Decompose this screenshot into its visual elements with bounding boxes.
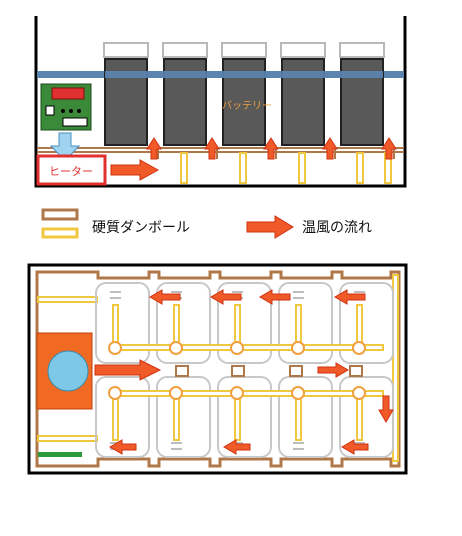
battery-label: バッテリー	[222, 100, 272, 112]
airflow-left-arrow-icon	[149, 289, 181, 305]
top-view-cardboard-wall	[35, 270, 401, 468]
pump-circle	[47, 350, 89, 392]
top-view-pipe	[37, 296, 98, 303]
cell	[278, 376, 333, 458]
side-view: バッテリー ヒーター	[34, 16, 407, 188]
top-view-cells	[95, 282, 394, 458]
top-view-pipe	[37, 435, 98, 442]
controller-button	[45, 105, 55, 116]
top-view-pipe	[392, 274, 399, 462]
airflow-up-arrow-icon	[146, 137, 162, 160]
airflow-up-arrow-icon	[381, 137, 397, 160]
heater-label: ヒーター	[49, 165, 93, 178]
cell	[278, 282, 333, 364]
airflow-up-arrow-icon	[263, 137, 279, 160]
controller-display	[51, 87, 85, 100]
airflow-left-arrow-icon	[259, 289, 291, 305]
airflow-left-arrow-icon	[210, 289, 242, 305]
airflow-left-arrow-icon	[223, 439, 251, 455]
header-pipe	[112, 344, 384, 351]
side-view-cardboard-posts	[157, 148, 395, 159]
legend-cardboard-swatch	[41, 208, 79, 221]
airflow-right-arrow-icon	[317, 362, 349, 378]
airflow-down-arrow-icon	[378, 395, 394, 423]
cell	[95, 282, 150, 364]
top-view-airflow	[94, 289, 394, 455]
legend	[41, 208, 294, 239]
battery-rail	[105, 71, 383, 78]
legend-cardboard-label: 硬質ダンボール	[92, 220, 190, 236]
cell	[217, 282, 272, 364]
up-arrows	[146, 137, 397, 160]
cell	[95, 376, 150, 458]
airflow-left-arrow-icon	[334, 289, 366, 305]
airflow-arrow-icon	[94, 359, 162, 381]
cell	[339, 376, 394, 458]
controller-strip	[38, 452, 82, 457]
heater-box	[36, 154, 107, 186]
legend-pipe-swatch	[41, 227, 79, 239]
airflow-left-arrow-icon	[109, 439, 137, 455]
cell	[339, 282, 394, 364]
middle-cardboard	[175, 365, 363, 377]
airflow-left-arrow-icon	[341, 439, 369, 455]
battery-caps	[103, 42, 385, 58]
pipe-junctions	[108, 341, 366, 400]
cell	[156, 282, 211, 364]
side-view-enclosure	[34, 16, 407, 188]
top-view	[27, 263, 408, 475]
header-pipe	[112, 390, 384, 397]
airflow-arrow-icon	[110, 159, 160, 181]
legend-airflow-label: 温風の流れ	[302, 220, 372, 236]
airflow-up-arrow-icon	[204, 137, 220, 160]
controller	[40, 83, 92, 131]
down-arrow-icon	[49, 132, 81, 162]
airflow-up-arrow-icon	[322, 137, 338, 160]
legend-airflow-arrow-icon	[246, 215, 294, 239]
